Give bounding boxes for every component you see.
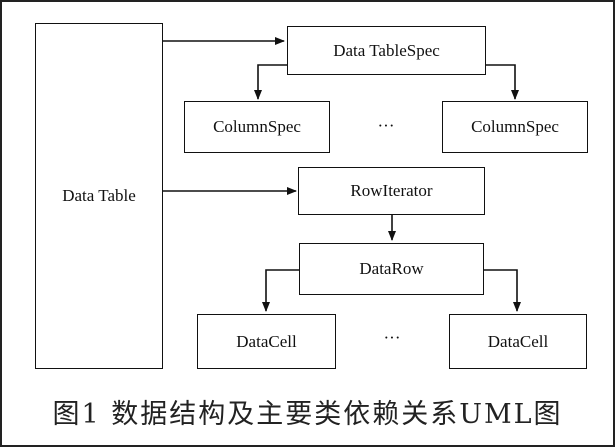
column-spec-left-label: ColumnSpec [213, 117, 301, 136]
data-table-label: Data Table [62, 186, 136, 205]
arrow-datarow-to-datacell-right [484, 269, 521, 312]
column-spec-left-box: ColumnSpec [184, 101, 330, 153]
data-cell-left-label: DataCell [236, 331, 297, 351]
column-spec-right-box: ColumnSpec [442, 101, 588, 153]
data-cell-right-label: DataCell [487, 331, 549, 351]
data-cell-ellipsis: ··· [383, 328, 401, 347]
data-table-spec-label: Data TableSpec [333, 40, 440, 60]
row-iterator-label: RowIterator [350, 181, 433, 200]
arrow-datarow-to-datacell-left [262, 269, 299, 312]
arrow-tablespec-to-columnspec-right [486, 64, 519, 100]
data-row-box: DataRow [299, 243, 484, 295]
data-table-spec-box: Data TableSpec [287, 26, 486, 75]
data-cell-left-box: DataCell [197, 314, 336, 369]
arrow-tablespec-to-columnspec-left [254, 64, 287, 100]
column-spec-right-label: ColumnSpec [471, 117, 559, 136]
figure-caption: 图1 数据结构及主要类依赖关系UML图 [52, 399, 563, 430]
data-cell-right-box: DataCell [449, 314, 587, 369]
data-row-label: DataRow [359, 259, 424, 278]
row-iterator-box: RowIterator [298, 167, 485, 215]
data-table-box: Data Table [35, 23, 163, 369]
column-spec-ellipsis: ··· [377, 116, 395, 135]
